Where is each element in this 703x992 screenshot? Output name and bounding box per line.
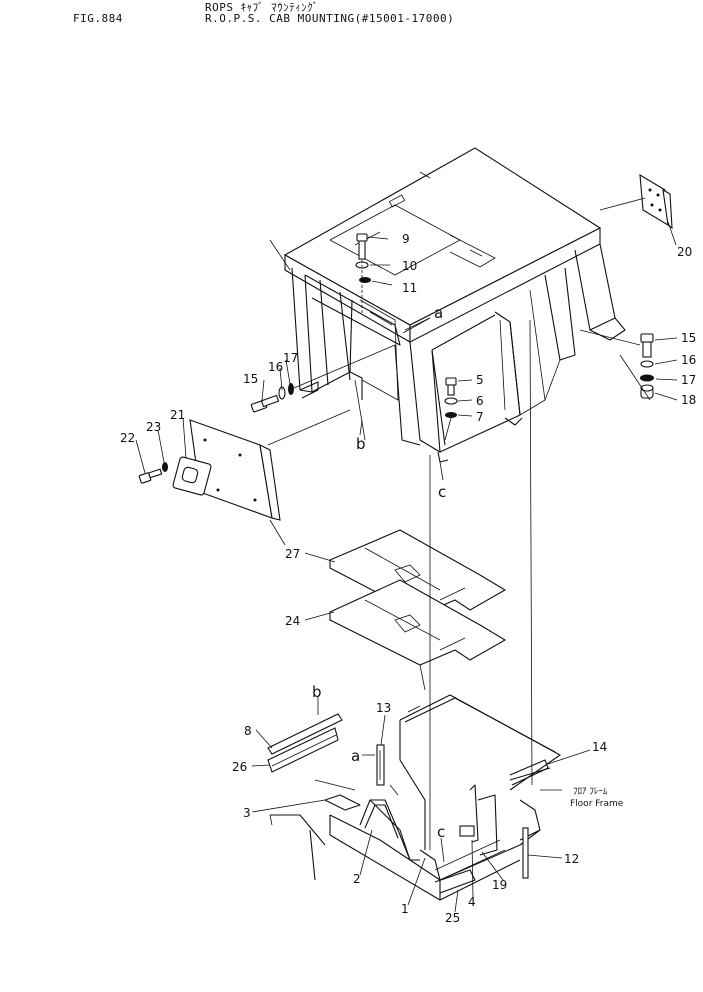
callout-19: 19	[492, 878, 507, 892]
callout-26: 26	[232, 760, 247, 774]
right-bolt-stack	[640, 333, 654, 399]
callout-11: 11	[402, 281, 417, 295]
roof-bolt-stack	[355, 233, 371, 315]
floor-mat-part-24	[329, 579, 507, 691]
figure-number: FIG.884	[73, 12, 123, 25]
seal-strips	[267, 713, 343, 773]
callout-2: 2	[353, 872, 361, 886]
callout-23: 23	[146, 420, 161, 434]
callout-20: 20	[677, 245, 692, 259]
side-plate-part-21	[138, 409, 351, 546]
callout-25: 25	[445, 911, 460, 925]
ref-a-bottom: a	[351, 747, 360, 765]
pillar-bolt-stack	[444, 377, 458, 441]
callout-21: 21	[170, 408, 185, 422]
callout-13: 13	[376, 701, 391, 715]
callout-7: 7	[476, 410, 484, 424]
callout-12: 12	[564, 852, 579, 866]
callout-15-right: 15	[681, 331, 696, 345]
reference-letters: a b c b a c	[312, 304, 446, 841]
ref-c-top: c	[438, 483, 446, 501]
callout-18: 18	[681, 393, 696, 407]
callout-17-left: 17	[283, 351, 298, 365]
callout-numbers: 9 10 11 5 6 7 20 15 16 17 18 15 16 17 21…	[120, 232, 696, 925]
floor-frame-label: ﾌﾛｱ ﾌﾚｰﾑ Floor Frame	[570, 787, 624, 809]
leader-lines	[135, 221, 678, 913]
callout-1: 1	[401, 902, 409, 916]
callout-3: 3	[243, 806, 251, 820]
title-english: R.O.P.S. CAB MOUNTING(#15001-17000)	[205, 12, 455, 25]
floor-mat-part-27	[329, 529, 507, 616]
callout-4: 4	[468, 895, 476, 909]
ref-c-bottom: c	[437, 823, 445, 841]
reference-lines	[269, 197, 651, 850]
title-japanese: ROPS ｷｬﾌﾞ ﾏｳﾝﾃｨﾝｸﾞ	[205, 1, 319, 14]
callout-5: 5	[476, 373, 484, 387]
callout-14: 14	[592, 740, 607, 754]
callout-6: 6	[476, 394, 484, 408]
callout-9: 9	[402, 232, 410, 246]
callout-16-left: 16	[268, 360, 283, 374]
bracket-part-13	[376, 744, 385, 786]
ref-b-bottom: b	[312, 683, 322, 701]
callout-27: 27	[285, 547, 300, 561]
callout-8: 8	[244, 724, 252, 738]
callout-15-left: 15	[243, 372, 258, 386]
floor-frame-label-jp: ﾌﾛｱ ﾌﾚｰﾑ	[573, 787, 608, 797]
callout-22: 22	[120, 431, 135, 445]
ref-b-top: b	[356, 435, 366, 453]
ref-a-top: a	[434, 304, 443, 322]
left-bolt-stack	[250, 344, 396, 413]
callout-10: 10	[402, 259, 417, 273]
callout-24: 24	[285, 614, 300, 628]
callout-17-right: 17	[681, 373, 696, 387]
callout-16-right: 16	[681, 353, 696, 367]
bracket-part-20	[639, 173, 673, 230]
floor-frame-label-en: Floor Frame	[570, 799, 624, 809]
